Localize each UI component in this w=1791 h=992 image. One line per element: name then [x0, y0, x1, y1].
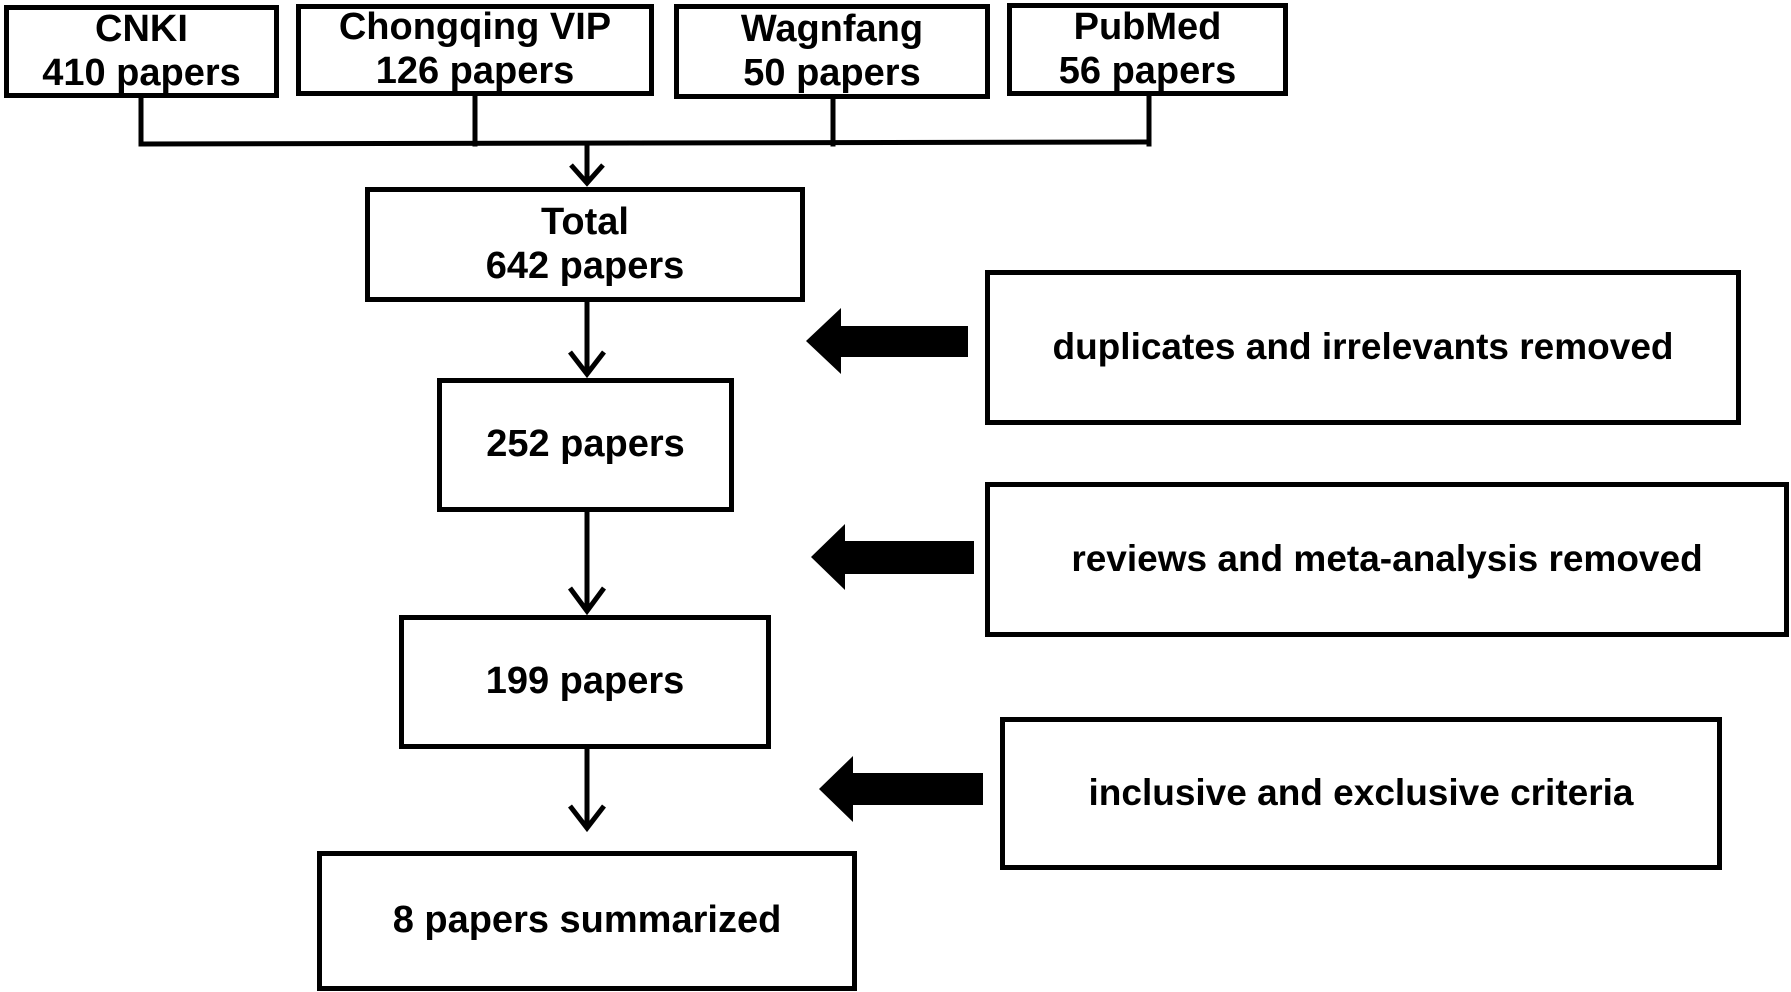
source-count: 56 papers	[1058, 49, 1237, 92]
source-merge-lines	[138, 92, 1152, 147]
exclusion-label: inclusive and exclusive criteria	[1088, 772, 1634, 814]
final-count: 8 papers summarized	[392, 899, 782, 942]
source-box-cnki: CNKI 410 papers	[4, 5, 279, 98]
source-box-wagnfang: Wagnfang 50 papers	[674, 4, 990, 99]
source-name: CNKI	[95, 7, 188, 50]
source-box-pubmed: PubMed 56 papers	[1007, 3, 1288, 96]
arrow-to-final	[568, 747, 606, 833]
exclusion-label: reviews and meta-analysis removed	[1071, 538, 1703, 580]
source-name: Chongqing VIP	[338, 6, 612, 49]
step-box-252: 252 papers	[437, 378, 734, 512]
exclusion-arrow-1	[806, 308, 968, 374]
arrow-to-199	[567, 510, 607, 616]
step-box-199: 199 papers	[399, 615, 771, 749]
source-count: 410 papers	[42, 51, 241, 94]
exclusion-box-criteria: inclusive and exclusive criteria	[1000, 717, 1722, 870]
exclusion-arrow-3	[819, 756, 983, 822]
exclusion-label: duplicates and irrelevants removed	[1052, 326, 1674, 368]
total-box: Total 642 papers	[365, 187, 805, 302]
total-title: Total	[541, 200, 629, 243]
step-count: 252 papers	[486, 423, 685, 466]
final-box: 8 papers summarized	[317, 851, 857, 991]
total-count: 642 papers	[485, 244, 685, 287]
source-count: 50 papers	[743, 51, 921, 94]
step-count: 199 papers	[485, 660, 685, 703]
source-name: PubMed	[1073, 5, 1222, 48]
exclusion-arrows	[806, 308, 983, 822]
exclusion-box-duplicates: duplicates and irrelevants removed	[985, 270, 1741, 425]
source-count: 126 papers	[375, 50, 575, 92]
exclusion-box-reviews: reviews and meta-analysis removed	[985, 482, 1789, 637]
arrow-to-252	[568, 300, 606, 379]
arrow-to-total	[569, 142, 605, 187]
source-box-chongqing-vip: Chongqing VIP 126 papers	[296, 4, 654, 96]
source-name: Wagnfang	[740, 7, 924, 50]
exclusion-arrow-2	[811, 524, 974, 590]
